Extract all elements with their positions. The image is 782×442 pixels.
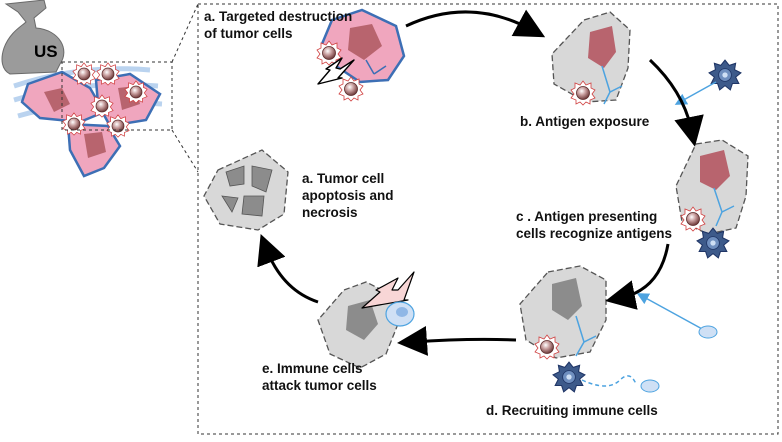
detail-frame <box>197 3 779 435</box>
apoptotic-cell <box>203 149 289 231</box>
cycle-arrow-c-to-d <box>605 243 670 310</box>
nanobubble-a2 <box>338 76 364 102</box>
t-cell-free <box>698 325 718 339</box>
zoom-connector-top <box>171 3 199 63</box>
label-targeted-destruction: a. Targeted destruction of tumor cells <box>204 9 353 41</box>
immune-cell-c <box>696 227 730 259</box>
cycle-arrow-b-to-c <box>648 58 704 147</box>
label-antigen-exposure: b. Antigen exposure <box>520 114 650 129</box>
recruit-arrow-d <box>636 293 705 331</box>
immune-cell-e-nucleus <box>396 307 408 317</box>
label-immune-attack: e. Immune cells attack tumor cells <box>262 361 377 393</box>
immune-cell-d <box>552 361 586 393</box>
zoom-region <box>61 61 173 131</box>
grey-cell-d <box>519 265 607 359</box>
label-antigen-presenting: c . Antigen presenting cells recognize a… <box>516 209 673 241</box>
cycle-arrow-d-to-e <box>397 326 517 356</box>
ultrasound-transducer <box>1 0 65 75</box>
label-recruiting: d. Recruiting immune cells <box>486 403 658 418</box>
label-apoptosis: a. Tumor cell apoptosis and necrosis <box>302 171 394 220</box>
zoom-connector-bottom <box>171 129 199 173</box>
tumor-cluster-left <box>20 70 162 178</box>
cycle-arrow-e-to-a <box>257 233 319 304</box>
grey-cell-b <box>551 11 631 105</box>
recruit-link-d <box>581 375 637 387</box>
zoom-connector-mid <box>172 4 198 130</box>
tumor-cell-a <box>320 8 406 84</box>
immune-cell-b <box>708 59 742 91</box>
lightning-bolt-e <box>361 271 415 309</box>
transducer-label: US <box>34 42 58 61</box>
antigen-arrow-b <box>674 81 717 105</box>
cycle-arrow-a-to-b <box>405 9 546 38</box>
t-cell-d <box>640 379 660 393</box>
